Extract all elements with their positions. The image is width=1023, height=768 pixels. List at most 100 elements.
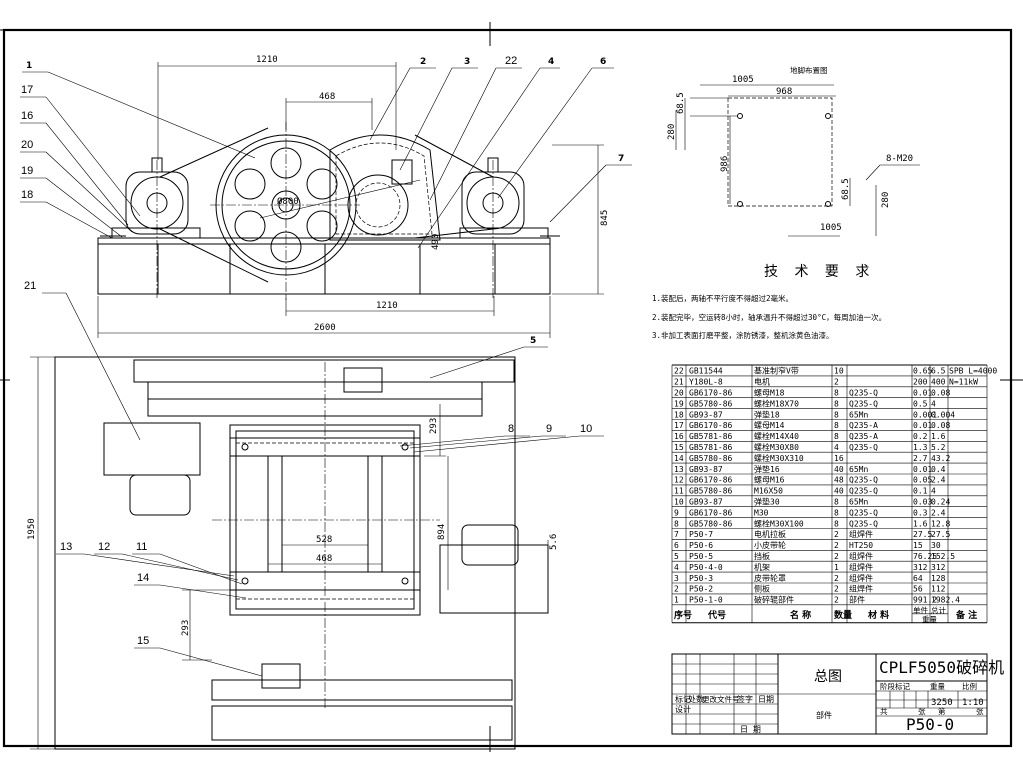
part-5: 5 (530, 336, 536, 346)
fd-986: 986 (720, 156, 730, 172)
bom-cell: 0.65 (913, 367, 932, 376)
bom-cell: 0.01 (913, 465, 932, 474)
fd-1005-top: 1005 (732, 75, 754, 85)
bom-cell: 组焊件 (849, 584, 873, 594)
bom-cell: 11 (674, 487, 684, 496)
dim-468-plan: 468 (316, 554, 332, 564)
bom-cell: 312 (913, 563, 928, 572)
bom-cell: 1 (834, 563, 839, 572)
sign-design: 设计 (675, 704, 691, 714)
bom-cell: 0.1 (913, 487, 928, 496)
bom-cell: 0.08 (931, 421, 950, 430)
sign-signature: 签字 (737, 694, 753, 704)
bom-cell: 12 (674, 476, 684, 485)
bom-cell: 65Mn (849, 498, 868, 507)
bom-cell: 8 (834, 432, 839, 441)
bom-cell: GB93-87 (689, 410, 723, 419)
bom-cell: 组焊件 (849, 562, 873, 572)
bom-cell: 112 (931, 585, 946, 594)
bom-cell: 15 (674, 443, 684, 452)
bom-cell: 2 (834, 541, 839, 550)
bom-cell: 0.01 (913, 389, 932, 398)
bom-cell: 7 (674, 530, 679, 539)
bom-cell: 40 (834, 487, 844, 496)
dim-plan-side: 5.6 (549, 534, 559, 550)
bom-cell: 螺栓M18X70 (754, 398, 799, 408)
part-16: 16 (21, 110, 33, 122)
bom-cell: P50-5 (689, 552, 713, 561)
bom-cell: 27.5 (931, 530, 950, 539)
bom-header-remark: 备 注 (955, 609, 977, 621)
bom-cell: GB6170-86 (689, 508, 733, 517)
plan-view (30, 356, 549, 750)
elevation-leaders (20, 67, 632, 249)
scale-label: 比例 (962, 681, 977, 691)
bom-cell: GB5780-86 (689, 454, 733, 463)
bom-cell: 4 (931, 487, 936, 496)
bom-cell: 21 (674, 378, 684, 387)
bom-cell: 43.2 (931, 454, 950, 463)
bom-cell: 152.5 (931, 552, 955, 561)
dim-1950: 1950 (27, 518, 37, 540)
bom-cell: 40 (834, 465, 844, 474)
drawing-number: P50-0 (906, 715, 954, 734)
bom-cell: 65Mn (849, 465, 868, 474)
fd-68-5-b: 68.5 (841, 178, 851, 200)
dim-293-bot: 293 (181, 620, 191, 636)
part-12: 12 (98, 541, 110, 553)
part-21: 21 (24, 280, 36, 292)
bom-cell: 13 (674, 465, 684, 474)
part-19: 19 (21, 165, 33, 177)
bom-cell: 200 (913, 378, 928, 387)
bom-cell: 6.5 (931, 367, 946, 376)
bom-cell: 0.4 (931, 465, 946, 474)
bom-cell: 挡板 (754, 551, 770, 561)
bom-cell: 0.3 (913, 508, 928, 517)
bom-cell: M30 (754, 508, 769, 517)
bom-cell: 皮带轮罩 (754, 573, 786, 583)
bom-cell: 2 (834, 596, 839, 605)
bom-cell: 65Mn (849, 410, 868, 419)
weight-value: 3250 (931, 698, 953, 708)
sign-change-doc: 更改文件号 (702, 694, 740, 704)
bom-cell: 2 (834, 574, 839, 583)
bom-cell: GB93-87 (689, 465, 723, 474)
bom-cell: GB5781-86 (689, 432, 733, 441)
bom-cell: 5 (674, 552, 679, 561)
bom-cell: 1.6 (931, 432, 946, 441)
dim-800: Ø800 (277, 196, 299, 207)
bom-cell: 8 (834, 421, 839, 430)
fd-1005-bot: 1005 (820, 223, 842, 233)
foundation-title: 地脚布置图 (790, 65, 828, 75)
bom-cell: 5.2 (931, 443, 946, 452)
bom-cell: 机架 (754, 562, 770, 572)
dim-468: 468 (319, 92, 335, 102)
fd-280-left: 280 (667, 124, 677, 140)
bom-cell: 小皮带轮 (754, 540, 786, 550)
bom-cell: 27.5 (913, 530, 932, 539)
bom-cell: Y180L-8 (689, 378, 723, 387)
tech-req-1: 1.装配后，两轴不平行度不得超过2毫米。 (652, 293, 793, 303)
stage-label: 阶段标记 (880, 681, 910, 691)
bom-cell: 17 (674, 421, 684, 430)
part-20: 20 (21, 139, 33, 151)
bom-cell: 14 (674, 454, 684, 463)
bom-cell: 1.3 (913, 443, 928, 452)
bom-cell: 10 (834, 367, 844, 376)
bom-header-qty: 数量 (834, 609, 852, 621)
dim-293-top: 293 (429, 418, 439, 434)
bom-cell: 螺母M14 (754, 420, 785, 430)
bom-cell: 弹垫18 (754, 409, 780, 419)
bom-cell: 组焊件 (849, 529, 873, 539)
part-15: 15 (137, 635, 149, 647)
bom-cell: 6 (674, 541, 679, 550)
bom-cell: 8 (674, 519, 679, 528)
bom-cell: Q235-Q (849, 476, 878, 485)
bom-cell: 2 (834, 530, 839, 539)
dim-490: 490 (431, 234, 441, 250)
bom-header-name: 名 称 (790, 609, 811, 621)
bom-cell: 20 (674, 389, 684, 398)
bom-cell: 9 (674, 508, 679, 517)
bom-cell: Q235-A (849, 432, 878, 441)
part-14: 14 (137, 572, 149, 584)
